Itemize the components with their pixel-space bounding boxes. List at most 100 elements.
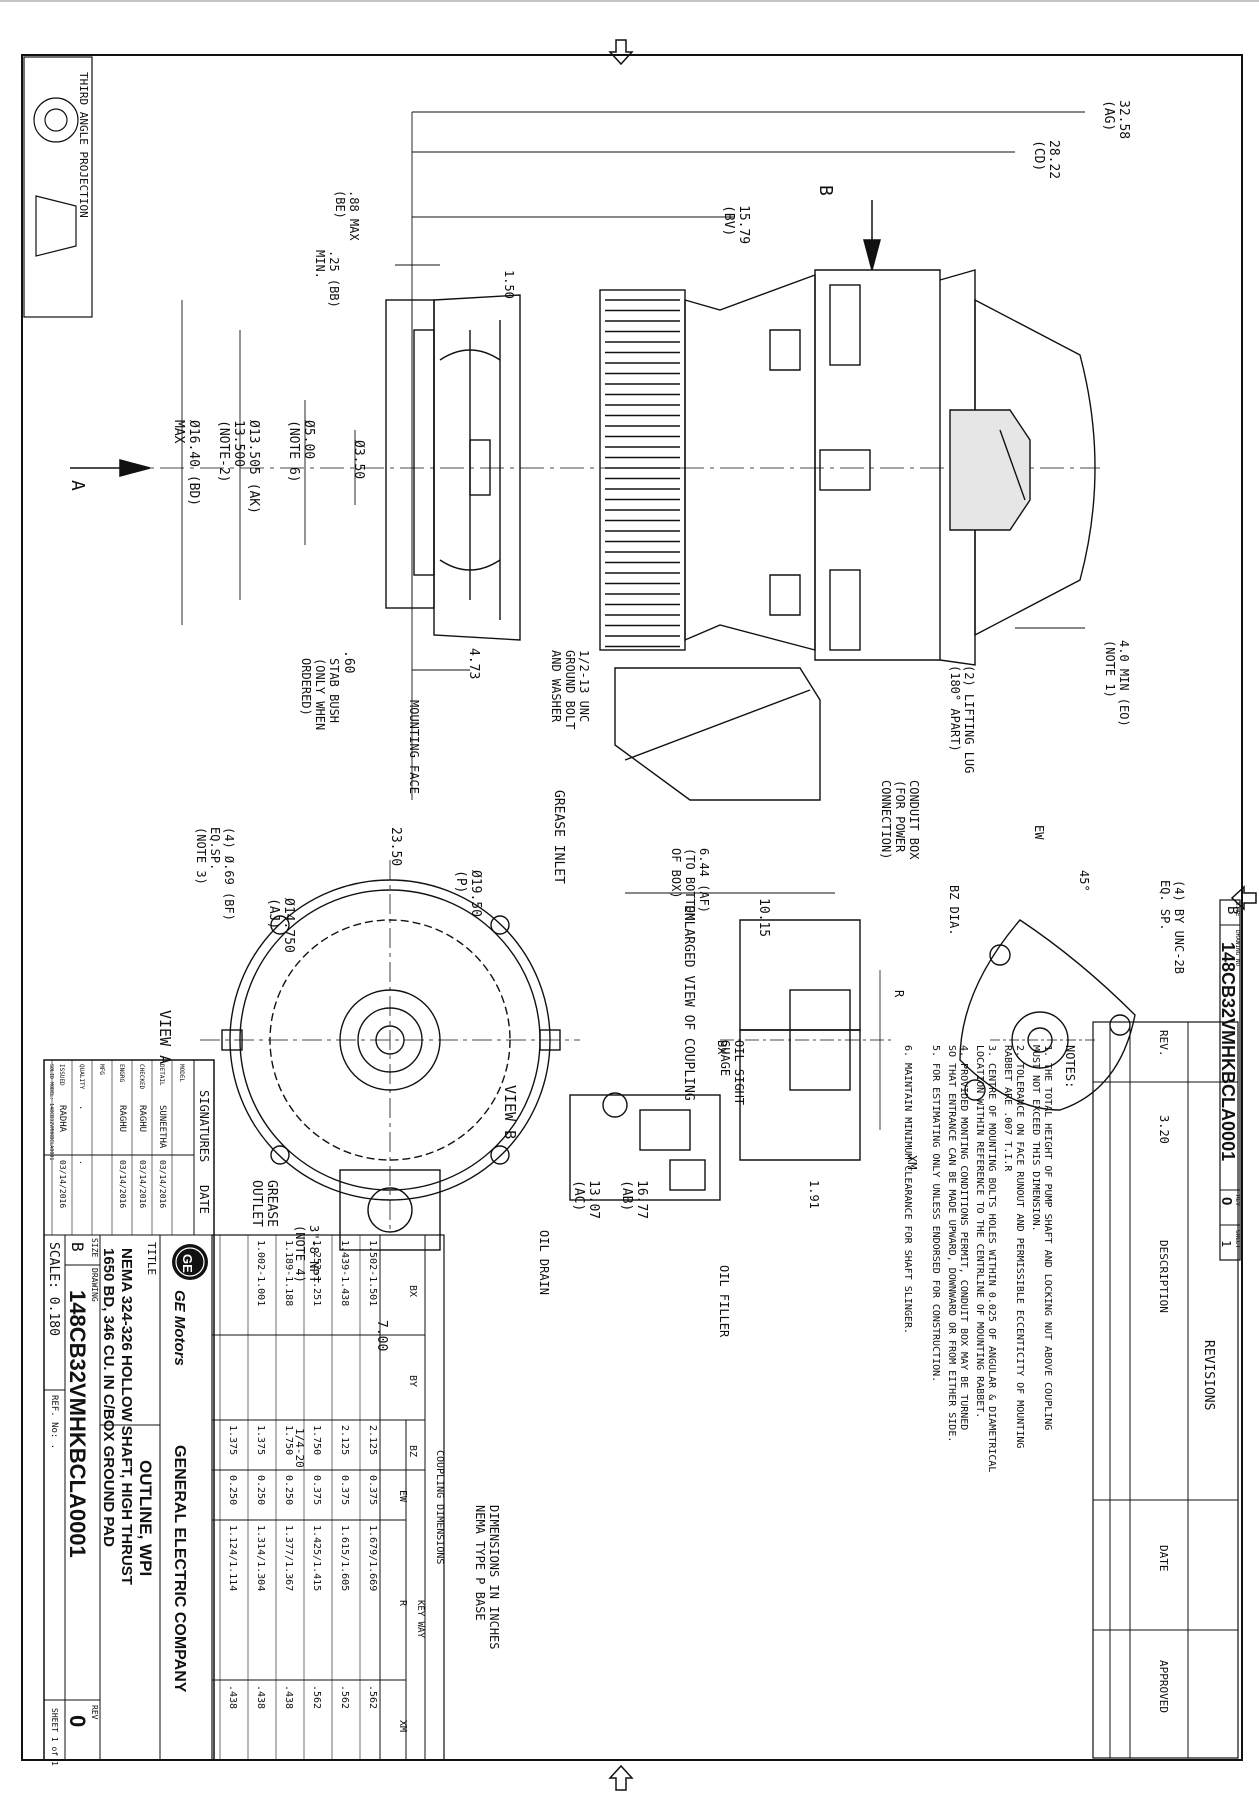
coupling-end-view (959, 919, 1136, 1111)
dim-cd-line: 28.22 (1046, 140, 1061, 179)
callout-oil-filler: OIL FILLER (717, 1265, 731, 1338)
signature-name: RAGHU (137, 1105, 147, 1132)
svg-text:REV: REV (1234, 1195, 1241, 1206)
coupling-cell: 1.314/1.304 (255, 1525, 266, 1591)
note-5: 5. FOR ESTIMATING ONLY UNLESS ENDORSED F… (930, 1045, 941, 1382)
dim-bb-line: MIN. (313, 250, 327, 279)
title-strip-sheet: 1 (1219, 1240, 1233, 1247)
title-strip-rev: 0 (1218, 1197, 1235, 1205)
signature-name: RAGHU (117, 1105, 127, 1132)
svg-text:SIZE: SIZE (90, 1238, 99, 1257)
dim-eo-line: 4.0 MIN (EO) (1117, 640, 1131, 727)
coupling-header-ew: EW (397, 1490, 408, 1503)
callout-grease-outlet-line: OUTLET (249, 1180, 264, 1227)
dim-1-91: 1.91 (807, 1180, 821, 1209)
dim-3-20: 3.20 (1157, 1115, 1171, 1144)
dim-af-line: (TO BOTTOM (683, 848, 697, 920)
callout-conduit-box-line: CONDUIT BOX (907, 780, 921, 860)
callout-conduit-box-line: (FOR POWER (893, 780, 907, 853)
solid-model-ref: SOLID MODEL: 148CB32VMHKBCLA0001 (48, 1064, 54, 1160)
dim-d5-line: (NOTE 6) (286, 420, 301, 483)
svg-text:SHEET: SHEET (1234, 1230, 1241, 1248)
coupling-cell: .438 (255, 1685, 266, 1709)
signatures-label: SIGNATURES (197, 1090, 211, 1162)
revisions-title: REVISIONS (1201, 1340, 1216, 1410)
callout-lifting-lug-line: (2) LIFTING LUG (962, 665, 976, 773)
title-size: B (68, 1242, 87, 1252)
signature-role: ENGRG (118, 1064, 125, 1082)
view-a (200, 860, 580, 1251)
callout-grease-inlet: GREASE INLET (551, 790, 566, 884)
coupling-header-r: R (397, 1600, 408, 1607)
approved-header: APPROVED (1157, 1660, 1170, 1713)
ge-motors-brand: GE Motors (171, 1290, 188, 1366)
label-view-b: VIEW B (501, 1085, 519, 1139)
company-name: GENERAL ELECTRIC COMPANY (171, 1445, 188, 1693)
dim-d3-5: Ø3.50 (351, 440, 366, 479)
callout-ground-bolt-line: GROUND BOLT (563, 650, 577, 729)
title-drawing-no: 148CB32VMHKBCLA0001 (65, 1290, 90, 1558)
projection-circle-icon (33, 97, 79, 143)
signature-role: MFG (98, 1064, 105, 1075)
signature-role: QUALITY (78, 1064, 85, 1090)
center-mark-right-icon (1230, 885, 1257, 911)
dim-bx: BX (715, 1040, 729, 1055)
coupling-cell: 0.375 (339, 1475, 350, 1505)
svg-text:REV: REV (90, 1705, 99, 1720)
coupling-cell: 1.615/1.605 (339, 1525, 350, 1591)
callout-npt-line: (NOTE 4) (293, 1225, 307, 1283)
title-label: TITLE (145, 1242, 158, 1275)
coupling-cell: 1.002-1.001 (255, 1240, 266, 1306)
coupling-cell: 1.425/1.415 (311, 1525, 322, 1591)
dim-bf-line: (NOTE 3) (194, 827, 208, 885)
title-strip-size: B (1224, 906, 1240, 914)
coupling-cell: 0.250 (227, 1475, 238, 1505)
coupling-cell: 1.502-1.501 (367, 1240, 378, 1306)
coupling-cell: 1.750 (283, 1425, 294, 1455)
dim-by-line: EQ. SP. (1158, 880, 1172, 931)
callout-lifting-lug-line: (180° APART) (948, 665, 962, 752)
note-4-line: 4. PROVIDED MONTING CONDITIONS PERMIT, C… (958, 1045, 969, 1430)
title-line-2: NEMA 324-326 HOLLOW SHAFT, HIGH THRUST (118, 1248, 135, 1585)
signature-name: RADHA (57, 1105, 67, 1133)
dim-aj-line: (AJ) (266, 898, 281, 929)
title-strip: SIZE B DRAWING NO 148CB32VMHKBCLA0001 RE… (1218, 899, 1241, 1261)
ge-logo-text: GE (180, 1254, 195, 1273)
coupling-cell: 0.250 (283, 1475, 294, 1505)
coupling-table-title: COUPLING DIMENSIONS (434, 1450, 445, 1564)
projection-label: THIRD ANGLE PROJECTION (77, 72, 90, 218)
svg-text:DRAWING: DRAWING (90, 1268, 99, 1302)
callout-mounting-face: MOUNTING FACE (407, 700, 421, 794)
dim-bv-line: (BV) (721, 205, 736, 236)
center-mark-bottom-icon (608, 1764, 634, 1791)
dim-ag-line: (AG) (1101, 100, 1116, 131)
description-header: DESCRIPTION (1157, 1240, 1170, 1313)
dim-45: 45° (1077, 870, 1091, 892)
dim-bd-line: Ø16.40 (BD) (186, 420, 201, 506)
coupling-cell: 1.679/1.669 (367, 1525, 378, 1591)
title-rev: 0 (65, 1715, 90, 1727)
coupling-cell: 1.750 (311, 1425, 322, 1455)
coupling-header-by: BY (407, 1375, 418, 1387)
coupling-cell: 1.377/1.367 (283, 1525, 294, 1591)
dim-bv-line: 15.79 (736, 205, 751, 244)
coupling-cell: .438 (227, 1685, 238, 1709)
coupling-header-xm: XM (397, 1720, 408, 1732)
signature-date: . (78, 1160, 87, 1165)
by-shared-value: 1/4-20 (293, 1428, 306, 1468)
coupling-header-bz: BZ (407, 1445, 418, 1457)
note-2-line: RABBET ARE .007 T.I.R (1002, 1045, 1013, 1172)
dim-ak-line: Ø13.505 (AK) (246, 420, 261, 514)
dim-bb-line: .25 (BB) (327, 250, 341, 308)
callout-oil-drain: OIL DRAIN (537, 1230, 551, 1295)
coupling-header-bx: BX (407, 1285, 418, 1297)
coupling-cell: 1.439-1.438 (339, 1240, 350, 1306)
section-b-arrow-icon (863, 200, 881, 271)
dim-ag-line: 32.58 (1116, 100, 1131, 139)
coupling-cell: 2.125 (339, 1425, 350, 1455)
dim-ac-line: (AC) (571, 1180, 586, 1211)
center-mark-top-icon (608, 39, 634, 66)
dim-1-50: 1.50 (502, 270, 516, 299)
dim-bd-line: MAX (171, 420, 186, 444)
coupling-cell: 2.125 (367, 1425, 378, 1455)
